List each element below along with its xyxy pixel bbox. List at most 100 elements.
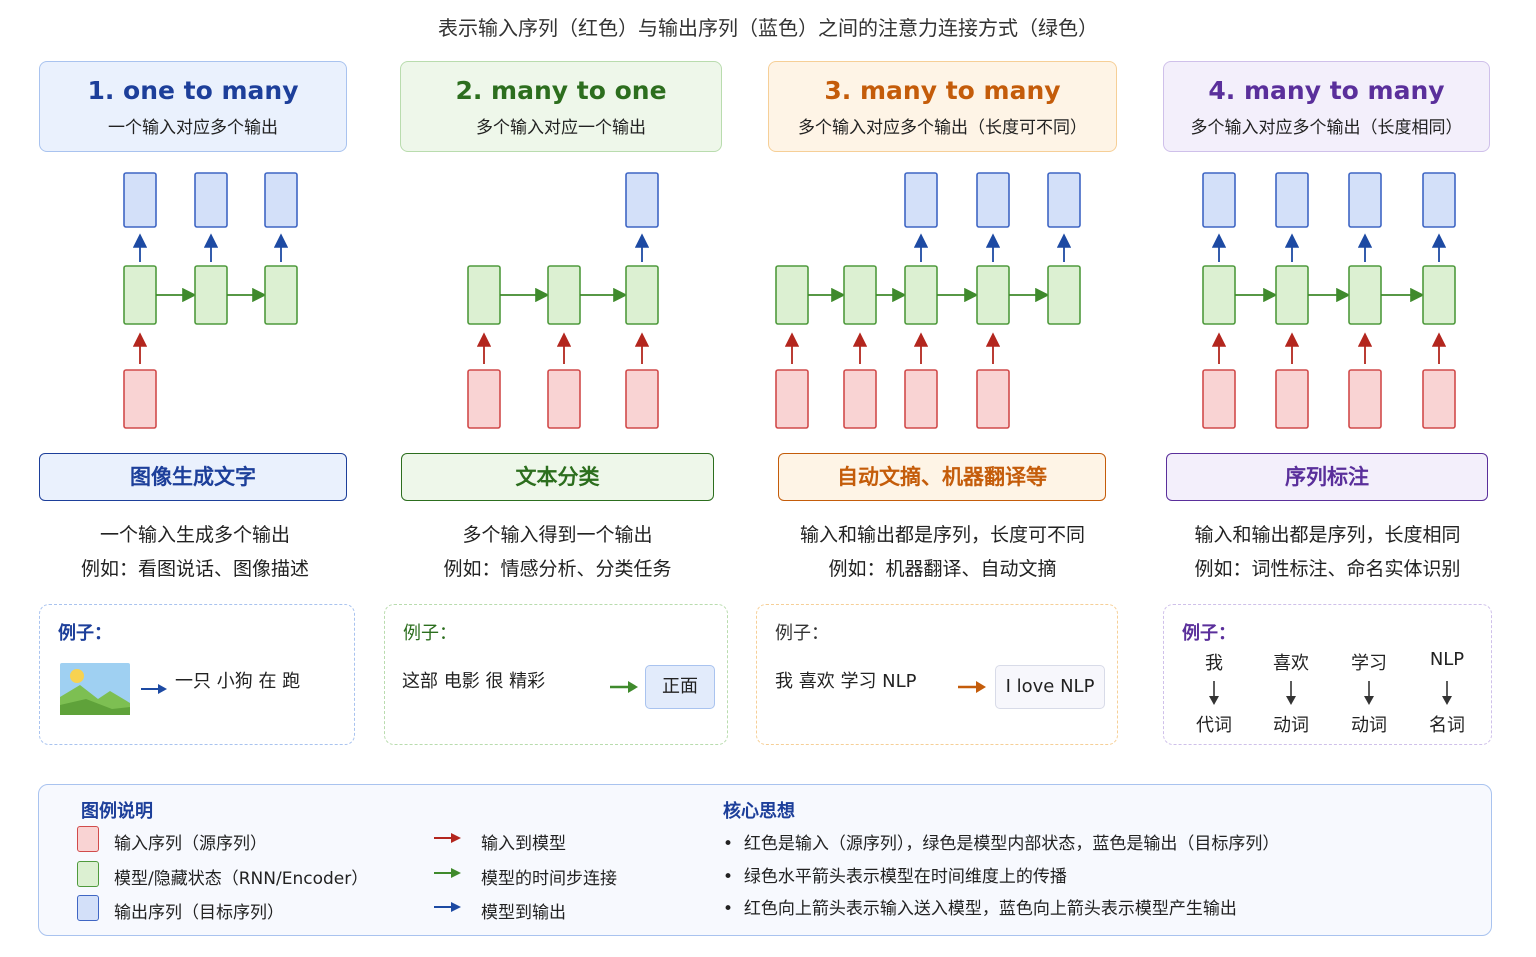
output-node [264, 172, 298, 228]
example-tag: 名词 [1429, 715, 1465, 736]
core-point-text: 红色向上箭头表示输入送入模型，蓝色向上箭头表示模型产生输出 [743, 899, 1237, 919]
core-point-text: 绿色水平箭头表示模型在时间维度上的传播 [743, 867, 1067, 887]
input-swatch [77, 826, 99, 852]
output-node [1348, 172, 1382, 228]
arrow-right-icon [141, 684, 167, 694]
example-label: 例子： [403, 623, 457, 644]
panel-title: 1. one to many [87, 76, 299, 105]
desc-example-line: 例如：词性标注、命名实体识别 [1194, 558, 1461, 580]
example-output-box: 正面 [645, 665, 715, 709]
hidden-state-node [1202, 265, 1236, 325]
panel-title: 3. many to many [824, 76, 1061, 105]
hidden-state-node [1422, 265, 1456, 325]
hidden-state-node [843, 265, 877, 325]
example-word: 学习 [1351, 653, 1387, 674]
example-tag: 代词 [1196, 715, 1232, 736]
core-point: • 红色向上箭头表示输入送入模型，蓝色向上箭头表示模型产生输出 [723, 899, 1237, 919]
example-output-box: I love NLP [995, 665, 1105, 709]
desc-line: 输入和输出都是序列，长度可不同 [799, 524, 1085, 546]
example-word: 喜欢 [1273, 653, 1309, 674]
legend-item: 输出序列（目标序列） [114, 903, 284, 923]
panel-subtitle: 多个输入对应多个输出（长度可不同） [798, 118, 1087, 138]
panel-description: 输入和输出都是序列，长度相同 例如：词性标注、命名实体识别 [1150, 518, 1505, 586]
example-label: 例子： [58, 623, 112, 644]
hidden-state-node [264, 265, 298, 325]
legend-item: 输入序列（源序列） [114, 834, 267, 854]
desc-line: 输入和输出都是序列，长度相同 [1194, 524, 1461, 546]
input-node [123, 369, 157, 429]
core-point-text: 红色是输入（源序列），绿色是模型内部状态，蓝色是输出（目标序列） [743, 834, 1280, 854]
input-node [467, 369, 501, 429]
panel-description: 多个输入得到一个输出 例如：情感分析、分类任务 [385, 518, 730, 586]
output-node [1047, 172, 1081, 228]
header-card-many-to-one: 2. many to one 多个输入对应一个输出 [400, 61, 722, 152]
hidden-state-node [467, 265, 501, 325]
panel-title: 2. many to one [455, 76, 667, 105]
example-card-many-to-many-same: 例子： 我代词 喜欢动词 学习动词 NLP 名词 [1163, 604, 1492, 745]
red-arrow-icon [434, 833, 461, 843]
arrow-down-icon [1174, 679, 1254, 712]
input-node [775, 369, 809, 429]
example-tag: 动词 [1351, 715, 1387, 736]
green-arrow-icon [434, 868, 461, 878]
arrow-right-icon [610, 681, 638, 693]
hidden-swatch [77, 861, 99, 887]
desc-line: 一个输入生成多个输出 [99, 524, 290, 546]
core-point: • 红色是输入（源序列），绿色是模型内部状态，蓝色是输出（目标序列） [723, 834, 1280, 854]
arrow-down-icon [1251, 679, 1331, 712]
hidden-state-node [547, 265, 581, 325]
legend-title: 图例说明 [81, 801, 153, 822]
legend-arrow-label: 模型到输出 [481, 903, 566, 923]
hidden-state-node [976, 265, 1010, 325]
hidden-state-node [123, 265, 157, 325]
hidden-state-node [194, 265, 228, 325]
output-node [123, 172, 157, 228]
arrow-down-icon [1407, 679, 1487, 712]
example-tag: 动词 [1273, 715, 1309, 736]
example-input-tokens: 这部 电影 很 精彩 [402, 671, 546, 692]
example-card-many-to-one: 例子： 这部 电影 很 精彩 正面 [384, 604, 728, 745]
panel-subtitle: 多个输入对应一个输出 [476, 118, 646, 138]
hidden-state-node [625, 265, 659, 325]
sequence-diagrams [123, 172, 1456, 429]
core-idea-title: 核心思想 [723, 801, 795, 822]
example-word: NLP [1429, 649, 1465, 670]
legend-item: 模型/隐藏状态（RNN/Encoder） [114, 869, 369, 889]
output-node [625, 172, 659, 228]
input-node [1275, 369, 1309, 429]
image-icon [60, 663, 130, 715]
panel-description: 输入和输出都是序列，长度可不同 例如：机器翻译、自动文摘 [760, 518, 1125, 586]
example-word: 我 [1205, 653, 1223, 674]
output-node [1422, 172, 1456, 228]
output-node [1275, 172, 1309, 228]
input-node [547, 369, 581, 429]
desc-line: 多个输入得到一个输出 [462, 524, 653, 546]
output-node [194, 172, 228, 228]
arrow-right-icon [958, 681, 986, 693]
panel-title: 4. many to many [1208, 76, 1445, 105]
legend-arrow-label: 模型的时间步连接 [481, 869, 617, 889]
hidden-state-node [904, 265, 938, 325]
example-input-tokens: 我 喜欢 学习 NLP [775, 671, 917, 692]
input-node [976, 369, 1010, 429]
task-pill: 文本分类 [401, 453, 714, 501]
page-title: 表示输入序列（红色）与输出序列（蓝色）之间的注意力连接方式（绿色） [438, 16, 1098, 40]
example-label: 例子： [1182, 623, 1236, 644]
input-node [1202, 369, 1236, 429]
input-node [1348, 369, 1382, 429]
task-pill: 自动文摘、机器翻译等 [778, 453, 1106, 501]
example-card-many-to-many-diff: 例子： 我 喜欢 学习 NLP I love NLP [756, 604, 1118, 745]
legend-arrow-label: 输入到模型 [481, 834, 566, 854]
example-label: 例子： [775, 623, 829, 644]
output-swatch [77, 895, 99, 921]
hidden-state-node [1348, 265, 1382, 325]
panel-subtitle: 一个输入对应多个输出 [108, 118, 278, 138]
task-pill: 序列标注 [1166, 453, 1488, 501]
output-node [904, 172, 938, 228]
example-output-tokens: 一只 小狗 在 跑 [175, 671, 301, 692]
task-pill: 图像生成文字 [39, 453, 347, 501]
input-node [625, 369, 659, 429]
hidden-state-node [775, 265, 809, 325]
legend-panel: 图例说明 输入序列（源序列） 模型/隐藏状态（RNN/Encoder） 输出序列… [38, 784, 1492, 936]
output-node [976, 172, 1010, 228]
